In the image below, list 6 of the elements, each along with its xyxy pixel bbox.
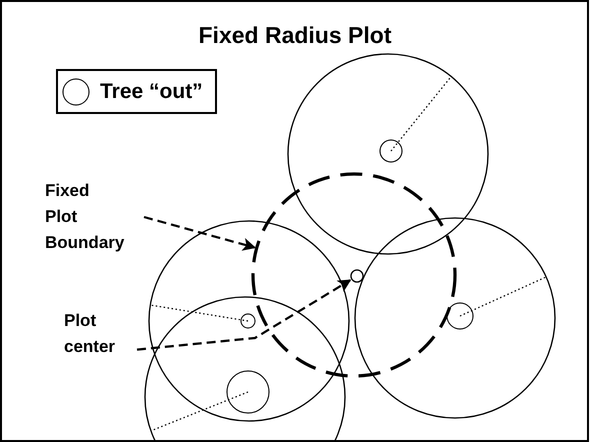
dashed-arrow	[136, 279, 352, 351]
legend-text: Tree “out”	[100, 78, 203, 105]
dashed-arrow	[144, 216, 256, 251]
callout-label: Fixed Plot Boundary	[45, 180, 124, 254]
title: Fixed Radius Plot	[198, 24, 392, 47]
callout-label: Plot center	[64, 310, 116, 358]
